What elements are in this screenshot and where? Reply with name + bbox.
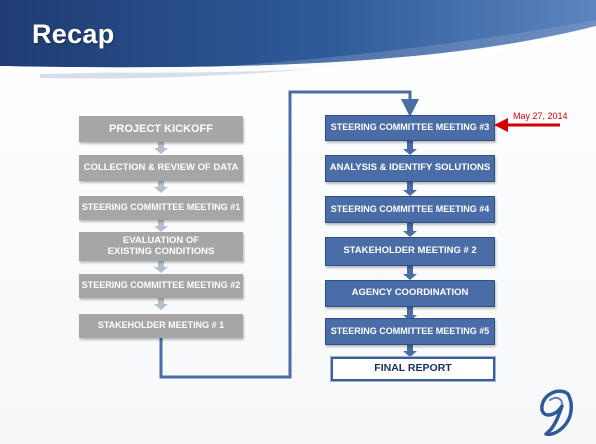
red-arrow-icon — [494, 118, 560, 132]
step-steering-committee-2: STEERING COMMITTEE MEETING #2 — [79, 274, 243, 298]
step-agency-coordination: AGENCY COORDINATION — [325, 280, 495, 307]
slide-header: Recap — [0, 0, 596, 100]
left-column-arrows — [154, 142, 168, 310]
step-final-report: FINAL REPORT — [331, 357, 495, 381]
step-steering-committee-5: STEERING COMMITTEE MEETING #5 — [325, 318, 495, 345]
right-column-arrows — [403, 141, 417, 357]
script-g-logo-icon — [540, 389, 574, 437]
column-connector-line — [159, 90, 419, 379]
step-analysis-identify-solutions: ANALYSIS & IDENTIFY SOLUTIONS — [325, 155, 495, 182]
date-annotation: May 27, 2014 — [513, 111, 568, 121]
step-steering-committee-4: STEERING COMMITTEE MEETING #4 — [325, 196, 495, 223]
header-background — [0, 0, 596, 79]
step-project-kickoff: PROJECT KICKOFF — [79, 116, 243, 142]
slide-title: Recap — [32, 19, 115, 49]
step-evaluation-existing-conditions: EVALUATION OF EXISTING CONDITIONS — [79, 232, 243, 261]
step-steering-committee-3: STEERING COMMITTEE MEETING #3 — [325, 115, 495, 141]
step-steering-committee-1: STEERING COMMITTEE MEETING #1 — [79, 196, 243, 220]
step-stakeholder-meeting-1: STAKEHOLDER MEETING # 1 — [79, 314, 243, 338]
step-collection-review-data: COLLECTION & REVIEW OF DATA — [79, 155, 243, 181]
step-stakeholder-meeting-2: STAKEHOLDER MEETING # 2 — [325, 237, 495, 266]
